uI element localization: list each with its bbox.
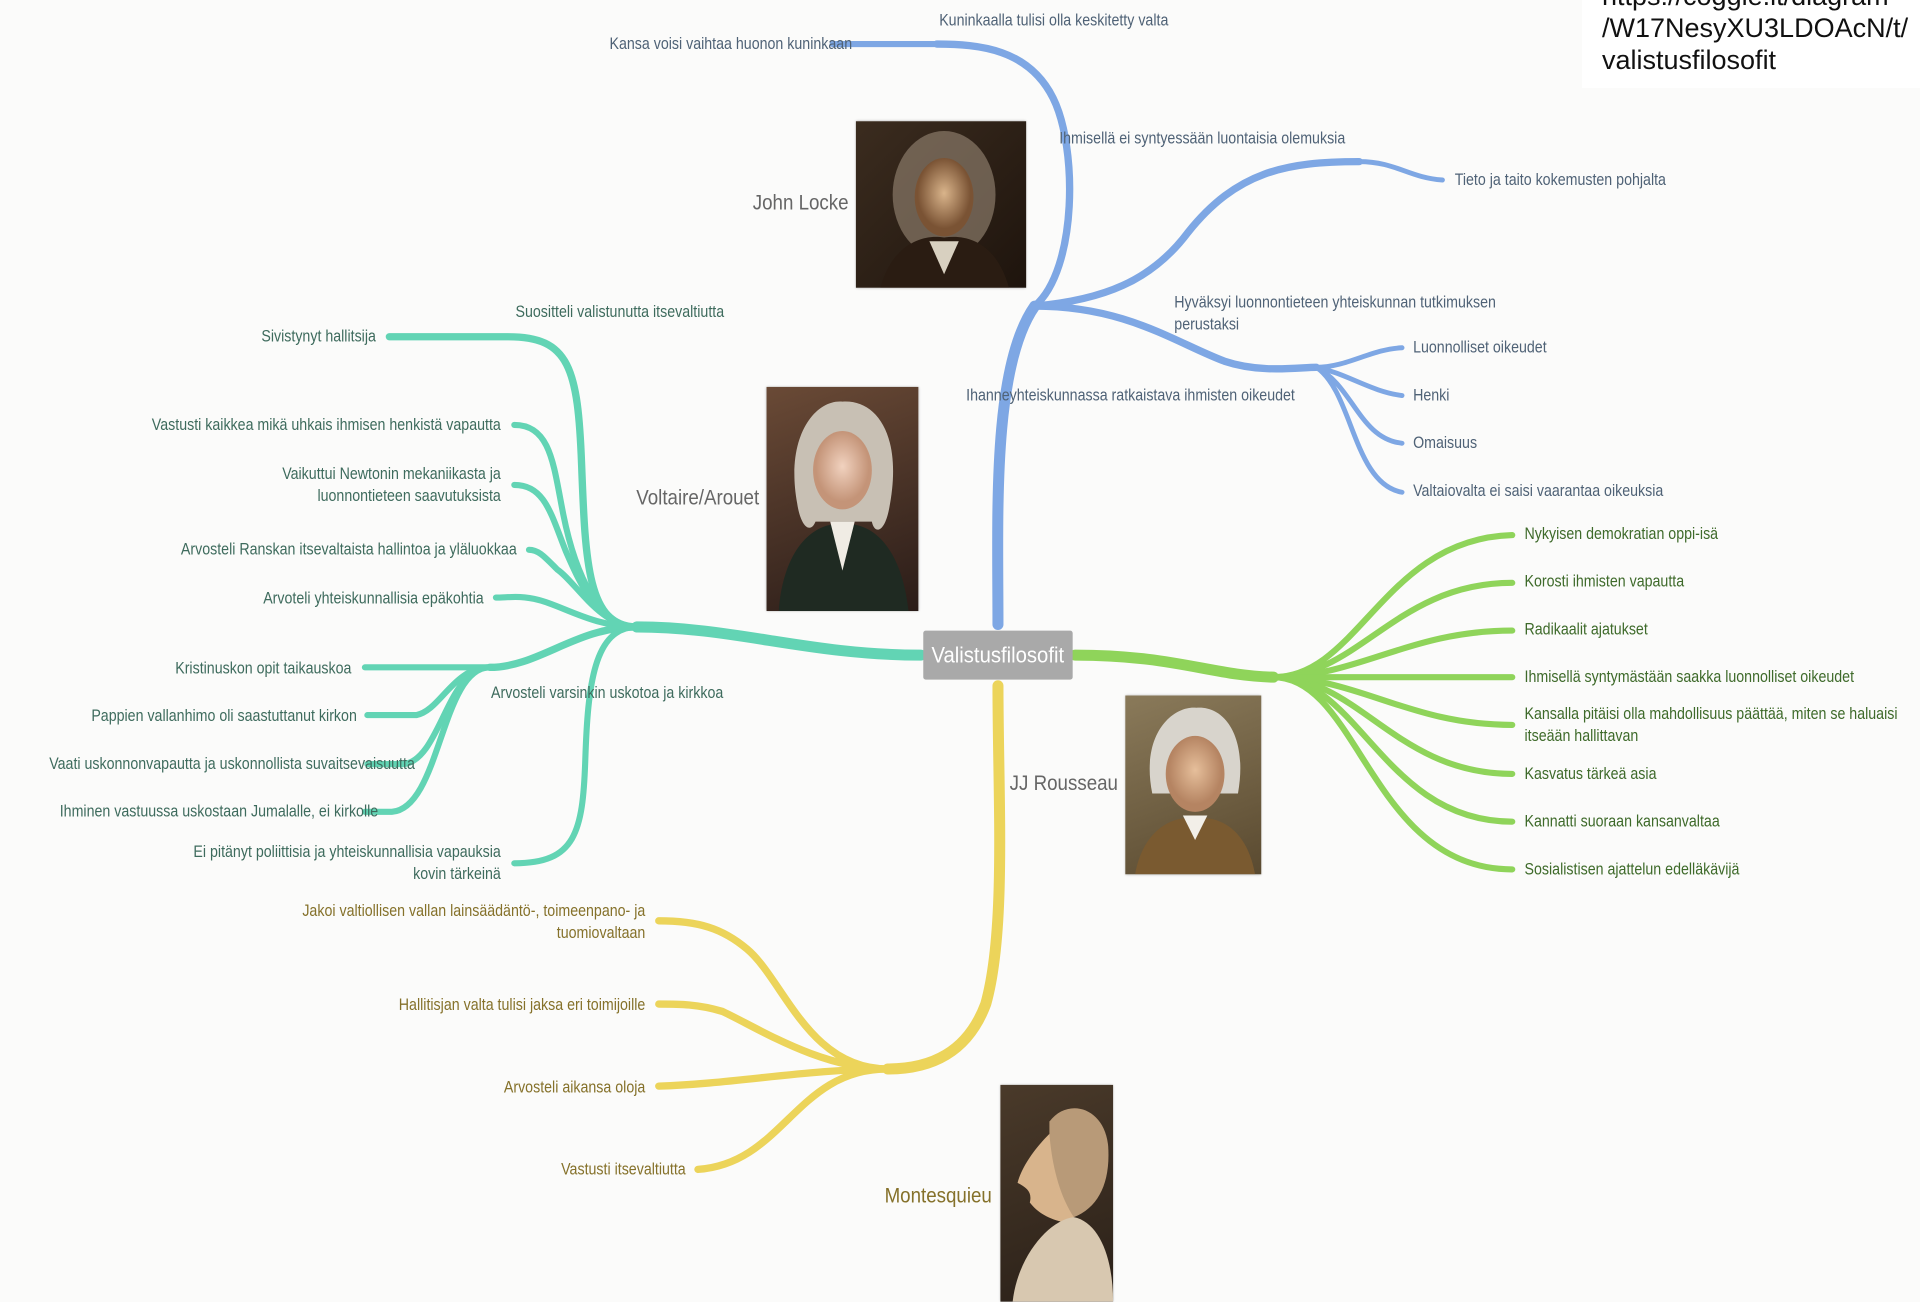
montesquieu-item-1[interactable]: Jakoi valtiollisen vallan lainsäädäntö-,… bbox=[302, 901, 646, 942]
rousseau-item-8[interactable]: Sosialistisen ajattelun edelläkävijä bbox=[1524, 859, 1740, 878]
locke-item-9[interactable]: Omaisuus bbox=[1413, 433, 1478, 452]
jj-rousseau-portrait bbox=[1125, 695, 1262, 875]
url-line-3: valistusfilosofit bbox=[1602, 45, 1777, 75]
voltaire-item-1[interactable]: Suositteli valistunutta itsevaltiutta bbox=[515, 302, 725, 321]
voltaire-item-7[interactable]: Arvosteli varsinkin uskotoa ja kirkkoa bbox=[491, 683, 724, 702]
url-line-1: https://coggle.it/diagram bbox=[1602, 0, 1889, 12]
voltaire-item-5[interactable]: Arvosteli Ranskan itsevaltaista hallinto… bbox=[180, 540, 517, 559]
montesquieu-portrait bbox=[1000, 1084, 1114, 1302]
rousseau-name: JJ Rousseau bbox=[1009, 771, 1118, 795]
rousseau-item-5[interactable]: Kansalla pitäisi olla mahdollisuus päätt… bbox=[1524, 704, 1898, 745]
rousseau-item-1[interactable]: Nykyisen demokratian oppi-isä bbox=[1524, 524, 1719, 543]
montesquieu-item-4[interactable]: Vastusti itsevaltiutta bbox=[561, 1159, 686, 1178]
root-node[interactable]: Valistusfilosofit bbox=[923, 630, 1073, 680]
rousseau-item-3[interactable]: Radikaalit ajatukset bbox=[1524, 619, 1648, 638]
locke-item-10[interactable]: Valtaiovalta ei saisi vaarantaa oikeuksi… bbox=[1413, 481, 1664, 500]
voltaire-portrait bbox=[766, 386, 919, 612]
voltaire-item-3[interactable]: Vastusti kaikkea mikä uhkais ihmisen hen… bbox=[151, 415, 501, 434]
rousseau-item-7[interactable]: Kannatti suoraan kansanvaltaa bbox=[1524, 811, 1720, 831]
montesquieu-item-2[interactable]: Hallitisjan valta tulisi jaksa eri toimi… bbox=[398, 995, 646, 1014]
john-locke-portrait bbox=[855, 121, 1027, 288]
locke-item-1[interactable]: Kuninkaalla tulisi olla keskitetty valta bbox=[939, 11, 1169, 30]
voltaire-name: Voltaire/Arouet bbox=[636, 486, 760, 510]
rousseau-item-4[interactable]: Ihmisellä syntymästään saakka luonnollis… bbox=[1524, 667, 1855, 686]
voltaire-item-10[interactable]: Vaati uskonnonvapautta ja uskonnollista … bbox=[49, 754, 415, 773]
locke-item-8[interactable]: Henki bbox=[1413, 385, 1450, 405]
locke-name: John Locke bbox=[752, 191, 849, 215]
montesquieu-name: Montesquieu bbox=[884, 1184, 992, 1208]
rousseau-branch-lines bbox=[1069, 532, 1516, 873]
locke-item-5[interactable]: Hyväksyi luonnontieteen yhteiskunnan tut… bbox=[1174, 292, 1496, 334]
url-overlay: https://coggle.it/diagram /W17NesyXU3LDO… bbox=[1582, 0, 1920, 88]
locke-item-3[interactable]: Ihmisellä ei syntyessään luontaisia olem… bbox=[1059, 128, 1346, 147]
voltaire-item-8[interactable]: Kristinuskon opit taikauskoa bbox=[175, 658, 352, 678]
voltaire-item-12[interactable]: Ei pitänyt poliittisia ja yhteiskunnalli… bbox=[193, 842, 501, 883]
voltaire-item-2[interactable]: Sivistynyt hallitsija bbox=[261, 326, 376, 346]
locke-item-7[interactable]: Luonnolliset oikeudet bbox=[1413, 337, 1547, 357]
voltaire-item-9[interactable]: Pappien vallanhimo oli saastuttanut kirk… bbox=[91, 706, 357, 725]
voltaire-item-6[interactable]: Arvoteli yhteiskunnallisia epäkohtia bbox=[263, 588, 484, 608]
rousseau-item-6[interactable]: Kasvatus tärkeä asia bbox=[1524, 764, 1657, 783]
voltaire-branch-lines bbox=[361, 333, 927, 867]
root-label: Valistusfilosofit bbox=[931, 642, 1065, 667]
locke-branch-lines bbox=[829, 40, 1445, 631]
locke-item-2[interactable]: Kansa voisi vaihtaa huonon kuninkaan bbox=[609, 34, 853, 53]
montesquieu-branch-lines bbox=[655, 680, 1006, 1174]
voltaire-item-11[interactable]: Ihminen vastuussa uskostaan Jumalalle, e… bbox=[59, 802, 379, 821]
url-line-2: /W17NesyXU3LDOAcN/t/ bbox=[1602, 13, 1909, 43]
locke-item-4[interactable]: Tieto ja taito kokemusten pohjalta bbox=[1454, 170, 1666, 189]
montesquieu-item-3[interactable]: Arvosteli aikansa oloja bbox=[503, 1077, 646, 1096]
locke-item-6[interactable]: Ihanneyhteiskunnassa ratkaistava ihmiste… bbox=[966, 385, 1295, 405]
voltaire-item-4[interactable]: Vaikuttui Newtonin mekaniikasta ja luonn… bbox=[282, 464, 501, 505]
rousseau-item-2[interactable]: Korosti ihmisten vapautta bbox=[1524, 571, 1685, 591]
